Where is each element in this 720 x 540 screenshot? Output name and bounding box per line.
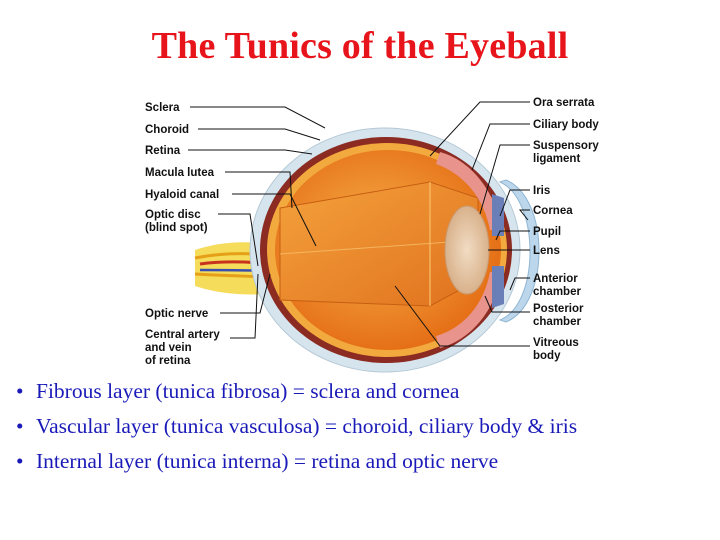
ciliary-body-shape [436, 152, 502, 230]
label-sclera: Sclera [145, 102, 180, 114]
label-ciliary-body: Ciliary body [533, 119, 599, 131]
label-vitreous: Vitreous [533, 337, 579, 349]
label-posterior-chamber: chamber [533, 316, 581, 328]
label-cornea: Cornea [533, 205, 573, 217]
cornea-shape [498, 179, 540, 323]
bullet-item: • Internal layer (tunica interna) = retin… [14, 448, 714, 475]
label-lens: Lens [533, 245, 560, 257]
page-title: The Tunics of the Eyeball [151, 25, 569, 67]
bullet-text-vascular: Vascular layer (tunica vasculosa) = chor… [36, 414, 578, 438]
label-choroid: Choroid [145, 124, 189, 136]
leader-lines [188, 101, 530, 347]
bullet-text-internal: Internal layer (tunica interna) = retina… [36, 449, 499, 473]
eyeball-diagram: Sclera Choroid Retina Macula lutea Hyalo… [145, 97, 599, 373]
label-posterior: Posterior [533, 303, 584, 315]
label-blind-spot: (blind spot) [145, 222, 208, 234]
label-of-retina: of retina [145, 355, 191, 367]
lens-shape [444, 205, 490, 295]
label-retina: Retina [145, 145, 181, 157]
bullet-item: • Vascular layer (tunica vasculosa) = cho… [14, 413, 714, 440]
label-and-vein: and vein [145, 342, 192, 354]
bullet-dot: • [16, 414, 24, 438]
iris-shape [492, 194, 504, 236]
bullet-list: • Fibrous layer (tunica fibrosa) = sclera… [14, 378, 714, 483]
bullet-dot: • [16, 449, 24, 473]
label-ora-serrata: Ora serrata [533, 97, 595, 109]
label-optic-disc: Optic disc [145, 209, 201, 221]
label-anterior-chamber: chamber [533, 286, 581, 298]
label-pupil: Pupil [533, 226, 561, 238]
label-anterior: Anterior [533, 273, 578, 285]
bullet-dot: • [16, 379, 24, 403]
label-suspensory: Suspensory [533, 140, 599, 152]
label-hyaloid-canal: Hyaloid canal [145, 189, 219, 201]
bullet-text-fibrous: Fibrous layer (tunica fibrosa) = sclera … [36, 379, 460, 403]
label-ligament: ligament [533, 153, 580, 165]
label-optic-nerve: Optic nerve [145, 308, 208, 320]
label-macula-lutea: Macula lutea [145, 167, 215, 179]
label-iris: Iris [533, 185, 550, 197]
label-vitreous-body: body [533, 350, 561, 362]
bullet-item: • Fibrous layer (tunica fibrosa) = sclera… [14, 378, 714, 405]
label-central-artery: Central artery [145, 329, 220, 341]
